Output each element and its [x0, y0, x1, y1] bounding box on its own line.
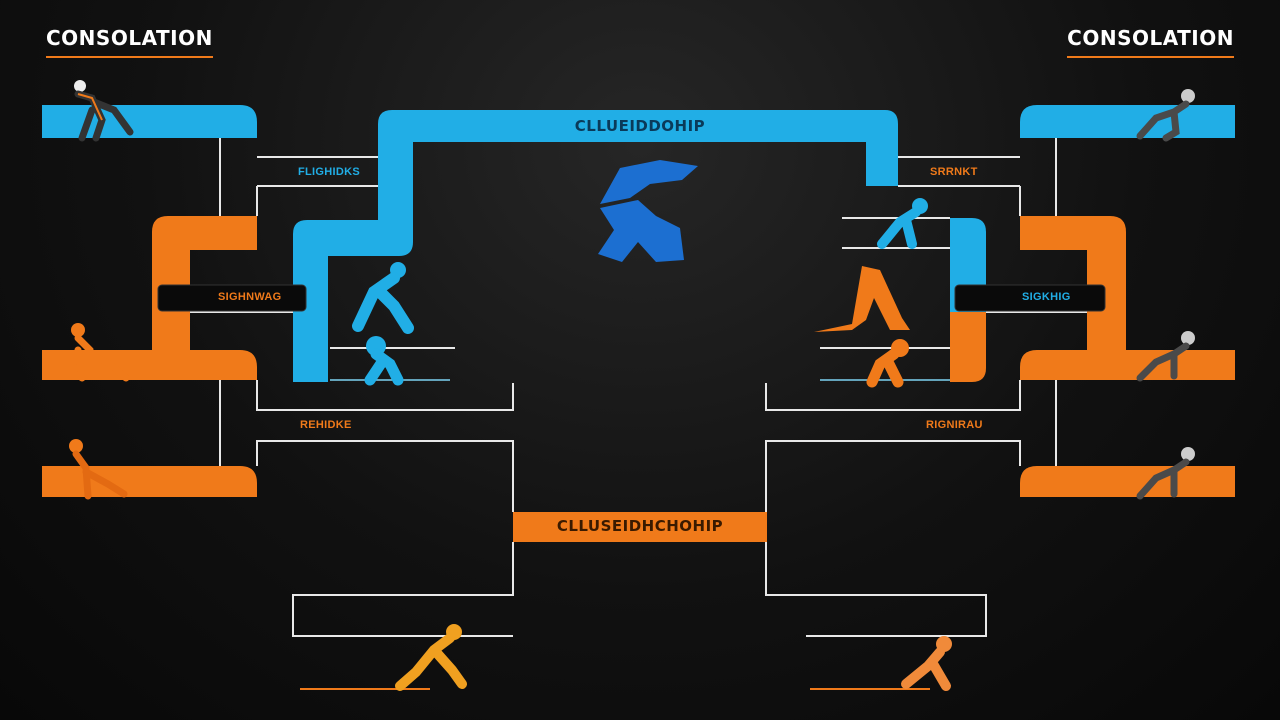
wrestler-icon-bottom-right	[901, 636, 952, 691]
line-r-7	[765, 380, 1021, 411]
label-tabs	[157, 284, 1106, 312]
slot-label-right-middle: SIGKHIG	[1022, 291, 1071, 303]
wrestler-icon-top-right	[1136, 89, 1195, 142]
wrestler-icon-blue-left-2	[364, 336, 404, 386]
bracket-lines	[185, 138, 1092, 637]
championship-title-bottom: CLLUSEIDHCHOHIP	[556, 517, 724, 535]
wrestler-icon-orange-right-2	[866, 339, 909, 388]
orange-arm-right	[950, 312, 986, 382]
line-r-8	[765, 440, 1021, 512]
slot-label-left-middle: SIGHNWAG	[218, 291, 282, 303]
slot-label-right-upper: SRRNKT	[930, 166, 978, 178]
orange-bracket-left	[42, 216, 257, 380]
line-r-9	[765, 542, 987, 637]
slot-label-left-upper: FLIGHIDKS	[298, 166, 360, 178]
orange-bracket-right	[1020, 216, 1235, 380]
slot-bar-top-right	[1020, 105, 1235, 138]
wrestler-icon-blue-left-1	[352, 262, 414, 334]
line-l-9	[292, 542, 514, 637]
wrestler-pair-icon-center	[598, 160, 698, 262]
championship-top-bar	[293, 110, 898, 382]
championship-title-top: CLLUEIDDOHIP	[574, 117, 706, 135]
wrestler-icon-orange-right-1	[814, 266, 910, 332]
wrestler-icon-right-mid	[1136, 331, 1195, 382]
wrestler-icon-left-low	[69, 439, 128, 500]
slot-label-right-lower: RIGNIRAU	[926, 419, 983, 431]
tab-left-middle	[157, 284, 307, 312]
line-l-8	[256, 440, 514, 512]
wrestler-icon-left-mid	[71, 323, 130, 382]
tab-right-middle	[954, 284, 1106, 312]
slot-label-left-lower: REHIDKE	[300, 419, 352, 431]
consolation-header-right: CONSOLATION	[1067, 26, 1234, 58]
line-l-7	[256, 380, 514, 411]
slot-bar-right-low	[1020, 466, 1235, 497]
wrestler-icon-top-left	[74, 80, 134, 142]
consolation-header-left: CONSOLATION	[46, 26, 213, 58]
slot-bar-top-left	[42, 105, 257, 138]
slot-bar-left-low	[42, 466, 257, 497]
wrestler-icon-bottom-left	[395, 624, 467, 691]
wrestler-icon-blue-right	[877, 198, 928, 249]
orange-bars	[42, 216, 1235, 542]
wrestler-icon-right-low	[1136, 447, 1195, 500]
championship-bottom-bar	[513, 512, 767, 542]
